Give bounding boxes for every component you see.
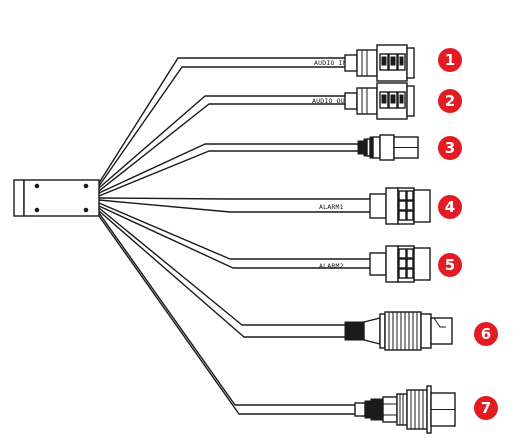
audio-out-connector: AUDIO OUT [312, 82, 415, 120]
badge-7-number: 7 [481, 399, 491, 417]
alarm2-terminal-block: ALARM2 [319, 245, 431, 283]
rj45-connector-icon [344, 311, 453, 351]
badge-1: 1 [438, 48, 462, 72]
badge-2: 2 [438, 89, 462, 113]
badge-6: 6 [474, 322, 498, 346]
alarm2-label: ALARM2 [319, 262, 344, 270]
badge-4-number: 4 [445, 198, 455, 216]
badge-2-number: 2 [445, 92, 455, 110]
badge-6-number: 6 [481, 325, 491, 343]
badge-3-number: 3 [445, 139, 455, 157]
mounting-plate-icon [13, 179, 100, 217]
badge-1-number: 1 [445, 51, 455, 69]
badge-5-number: 5 [445, 256, 455, 274]
badge-5: 5 [438, 253, 462, 277]
audio-in-connector: AUDIO IN [314, 44, 415, 82]
badge-7: 7 [474, 396, 498, 420]
alarm1-label: ALARM1 [319, 203, 344, 211]
badge-4: 4 [438, 195, 462, 219]
bnc-connector-icon [354, 385, 456, 434]
audio-in-label: AUDIO IN [314, 59, 347, 67]
cable-bundle [98, 57, 370, 415]
alarm1-terminal-block: ALARM1 [319, 187, 431, 225]
audio-out-label: AUDIO OUT [312, 97, 349, 105]
dc-power-jack-icon [357, 134, 419, 161]
badge-3: 3 [438, 136, 462, 160]
